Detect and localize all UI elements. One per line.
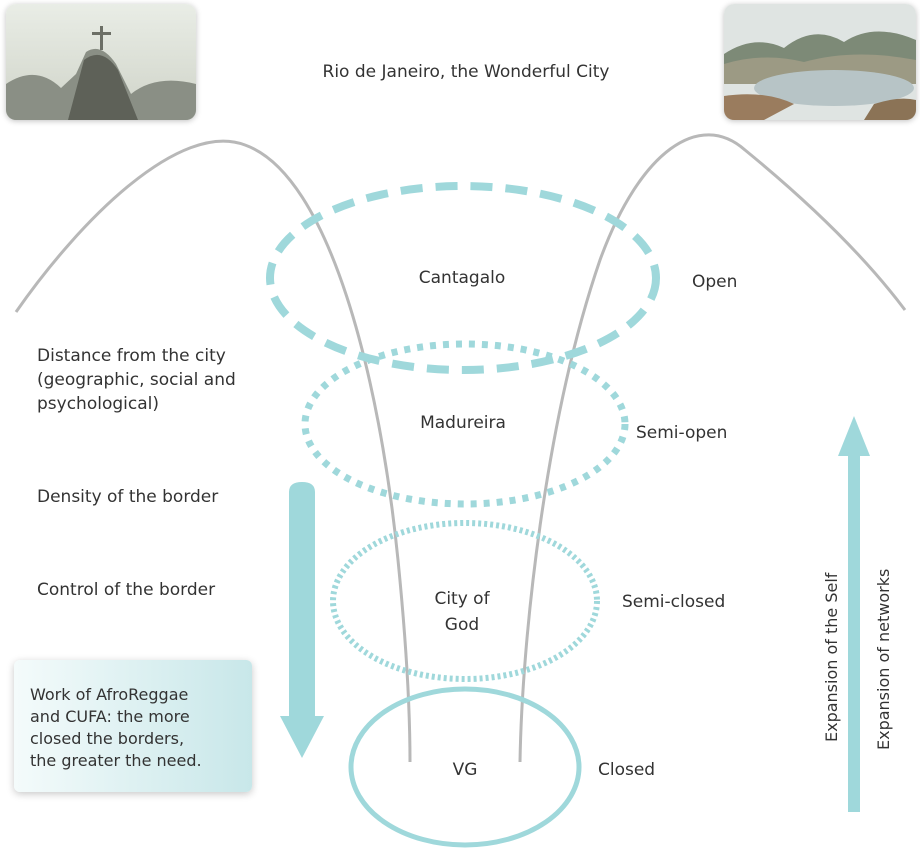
density-label: Density of the border <box>37 487 219 507</box>
status-semi-closed: Semi-closed <box>622 592 726 612</box>
cantagalo-border-ellipse <box>266 182 660 374</box>
expansion-of-self-label: Expansion of the Self <box>822 572 841 742</box>
expansion-of-networks-label: Expansion of networks <box>874 568 893 750</box>
madureira-border-ellipse <box>301 340 629 508</box>
afroreggae-note-box: Work of AfroReggae and CUFA: the more cl… <box>14 660 252 792</box>
vg-border-ellipse <box>348 686 582 848</box>
level-label-cantagalo: Cantagalo <box>418 268 506 288</box>
page-title: Rio de Janeiro, the Wonderful City <box>322 62 610 82</box>
down-arrow <box>280 482 324 758</box>
status-open: Open <box>692 272 738 292</box>
level-label-vg: VG <box>452 760 478 780</box>
left-boundary-curve <box>14 139 412 763</box>
status-semi-open: Semi-open <box>636 423 728 443</box>
status-closed: Closed <box>598 760 656 780</box>
right-boundary-curve <box>518 133 907 763</box>
rio-lagoon-photo <box>724 4 916 120</box>
control-label: Control of the border <box>37 580 216 600</box>
level-label-madureira: Madureira <box>420 413 506 433</box>
city-of-god-border-ellipse <box>330 520 600 682</box>
up-arrow <box>838 416 870 812</box>
christ-the-redeemer-photo <box>6 4 196 120</box>
afroreggae-note-text: Work of AfroReggae and CUFA: the more cl… <box>30 685 202 770</box>
distance-label: Distance from the city (geographic, soci… <box>37 346 236 414</box>
level-label-city-of-god: City of God <box>434 589 490 635</box>
